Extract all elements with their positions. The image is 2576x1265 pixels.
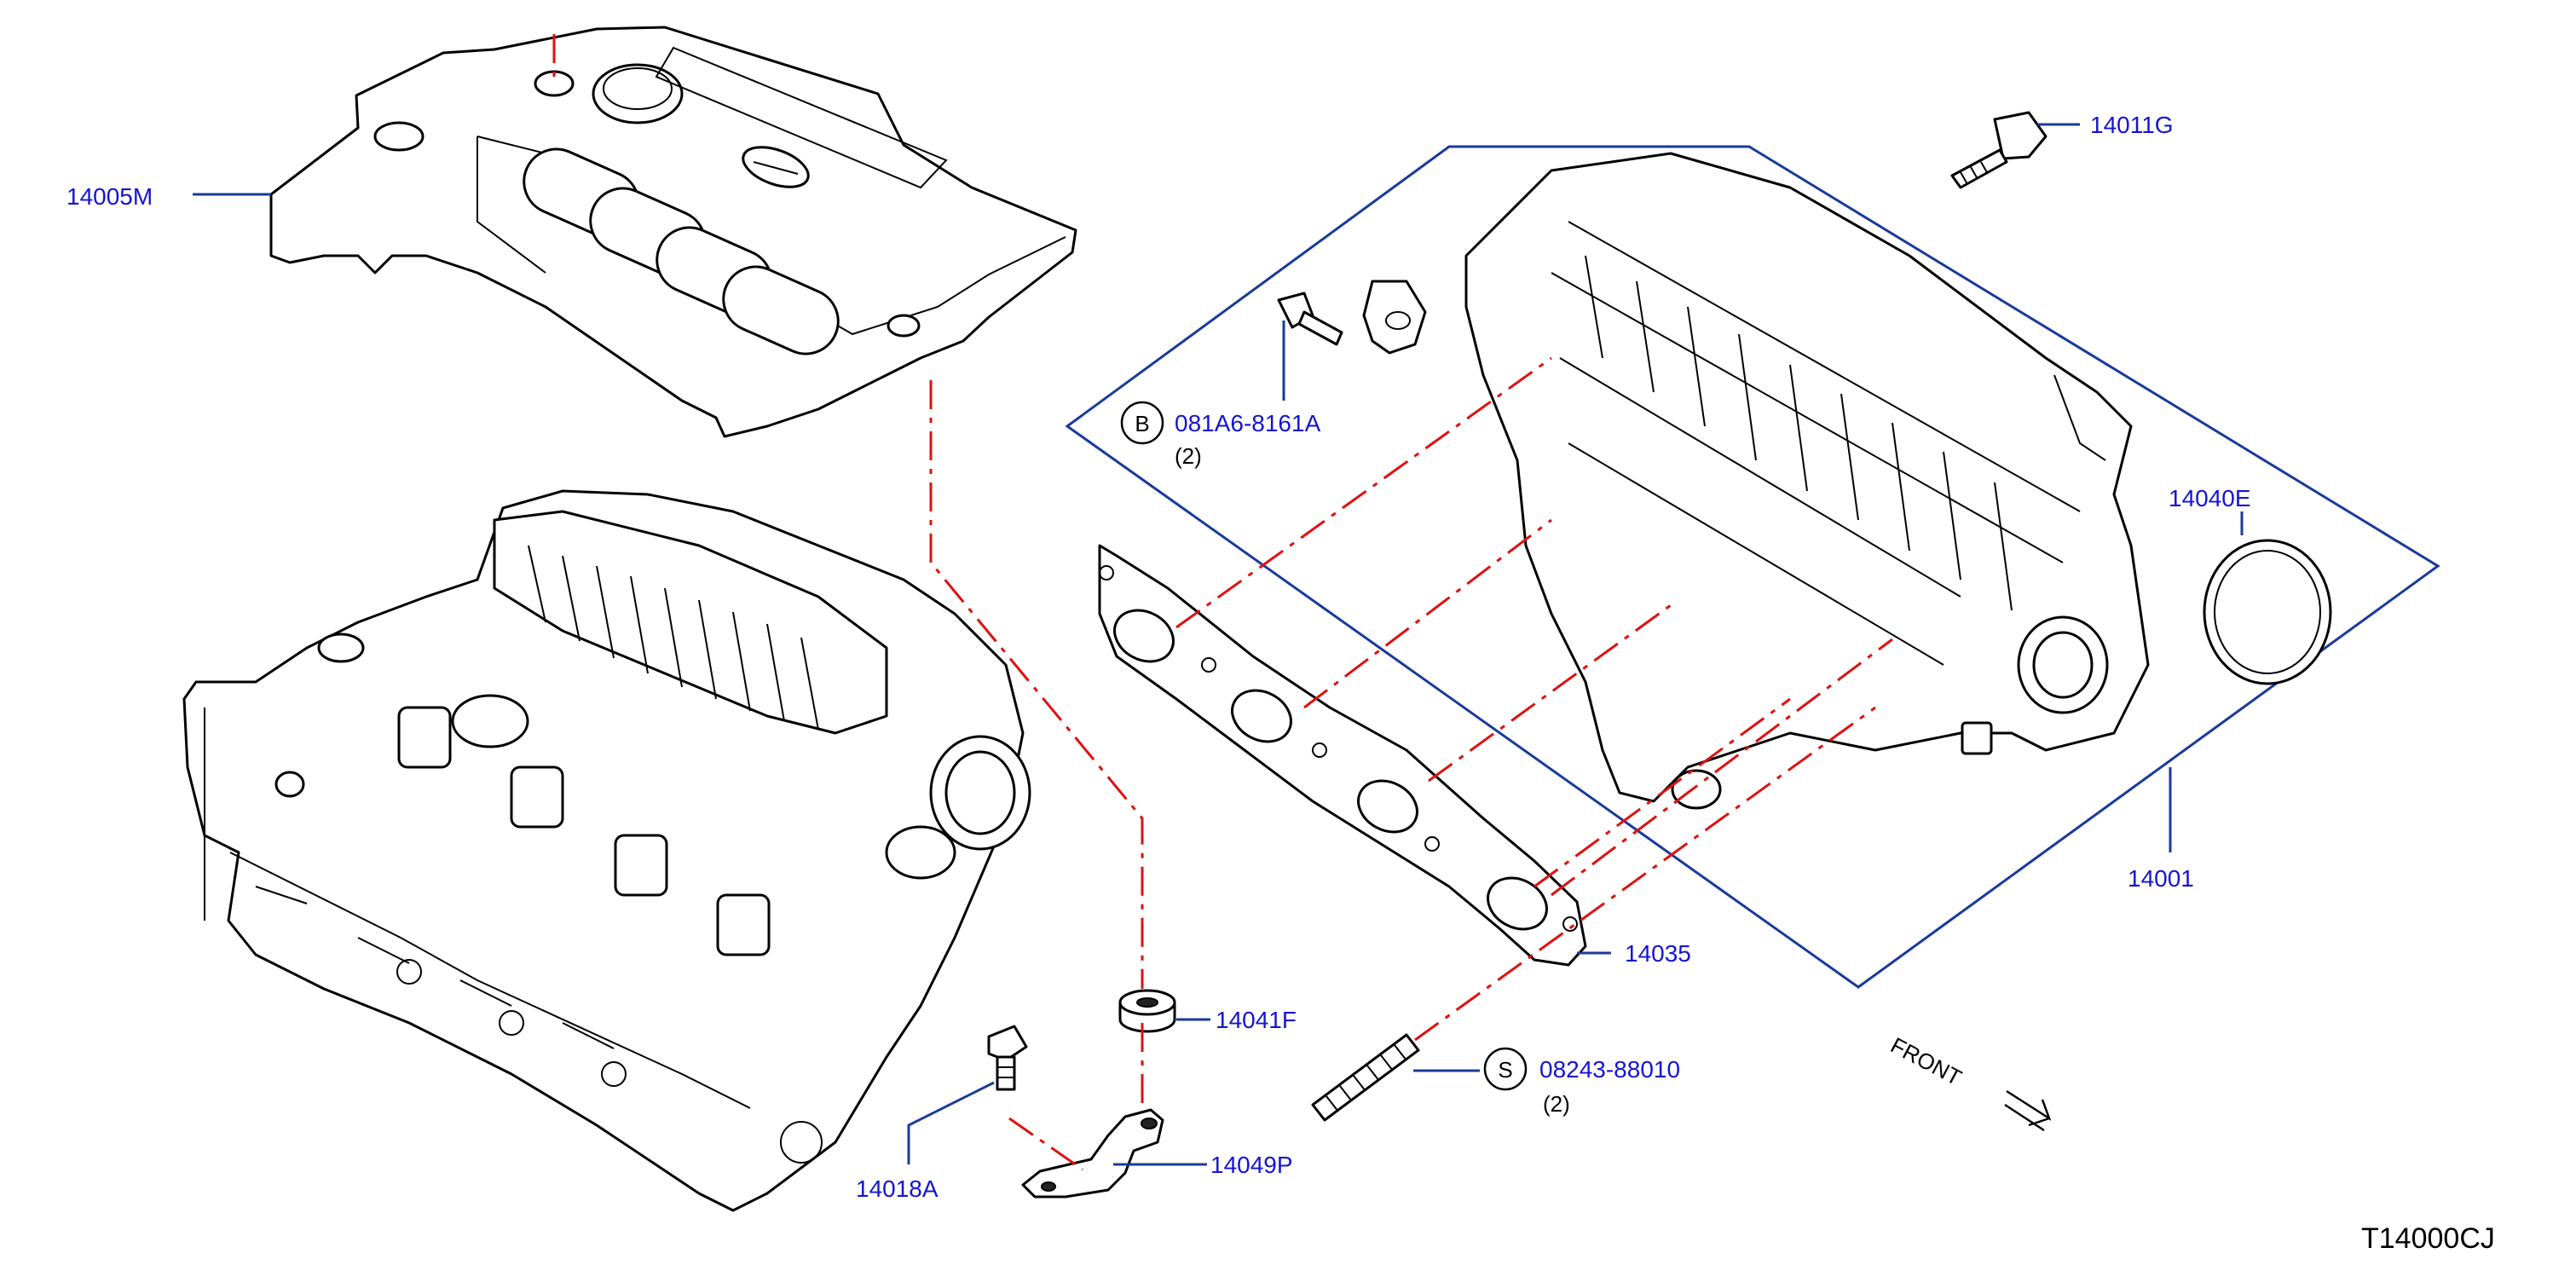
symbol-b: B bbox=[1120, 401, 1164, 445]
label-manifold[interactable]: 14001 bbox=[2128, 865, 2194, 892]
grommet-drawing bbox=[1118, 989, 1176, 1033]
bolt-b-drawing bbox=[1277, 280, 1427, 355]
label-engine-cover[interactable]: 14005M bbox=[66, 183, 153, 210]
label-gasket[interactable]: 14035 bbox=[1625, 940, 1691, 967]
gasket-drawing bbox=[1098, 544, 1587, 967]
label-bracket[interactable]: 14049P bbox=[1210, 1152, 1293, 1178]
gasket-ring-drawing bbox=[2203, 539, 2332, 685]
stud-drawing bbox=[1311, 1033, 1420, 1122]
label-grommet[interactable]: 14041F bbox=[1216, 1007, 1297, 1033]
leader-lines bbox=[193, 123, 2244, 1166]
label-gasket-ring[interactable]: 14040E bbox=[2169, 485, 2251, 511]
engine-cover-drawing bbox=[269, 26, 1077, 438]
diagram-code: T14000CJ bbox=[2361, 1222, 2495, 1255]
label-bolt-b-qty: (2) bbox=[1175, 443, 1202, 469]
front-indicator: FRONT bbox=[1886, 1032, 2052, 1132]
label-stud-qty: (2) bbox=[1543, 1091, 1570, 1117]
label-bolt-b[interactable]: 081A6-8161A bbox=[1175, 410, 1321, 436]
assembly-frame bbox=[1065, 145, 2440, 989]
symbol-s-text: S bbox=[1498, 1057, 1512, 1083]
bolt-14011g-drawing bbox=[1950, 111, 2048, 189]
intake-manifold-drawing bbox=[1464, 152, 2150, 810]
centerlines bbox=[552, 34, 1893, 1171]
label-bolt-bracket[interactable]: 14018A bbox=[856, 1175, 939, 1202]
front-arrow-icon bbox=[2004, 1089, 2052, 1132]
engine-block-drawing bbox=[182, 489, 1031, 1212]
bracket-drawing bbox=[1021, 1108, 1164, 1199]
bolt-14018a-drawing bbox=[987, 1025, 1028, 1091]
label-bolt-top[interactable]: 14011G bbox=[2090, 112, 2174, 138]
label-stud[interactable]: 08243-88010 bbox=[1539, 1056, 1680, 1083]
symbol-s: S bbox=[1483, 1047, 1528, 1091]
front-label: FRONT bbox=[1886, 1032, 1966, 1091]
symbol-b-text: B bbox=[1135, 411, 1149, 436]
